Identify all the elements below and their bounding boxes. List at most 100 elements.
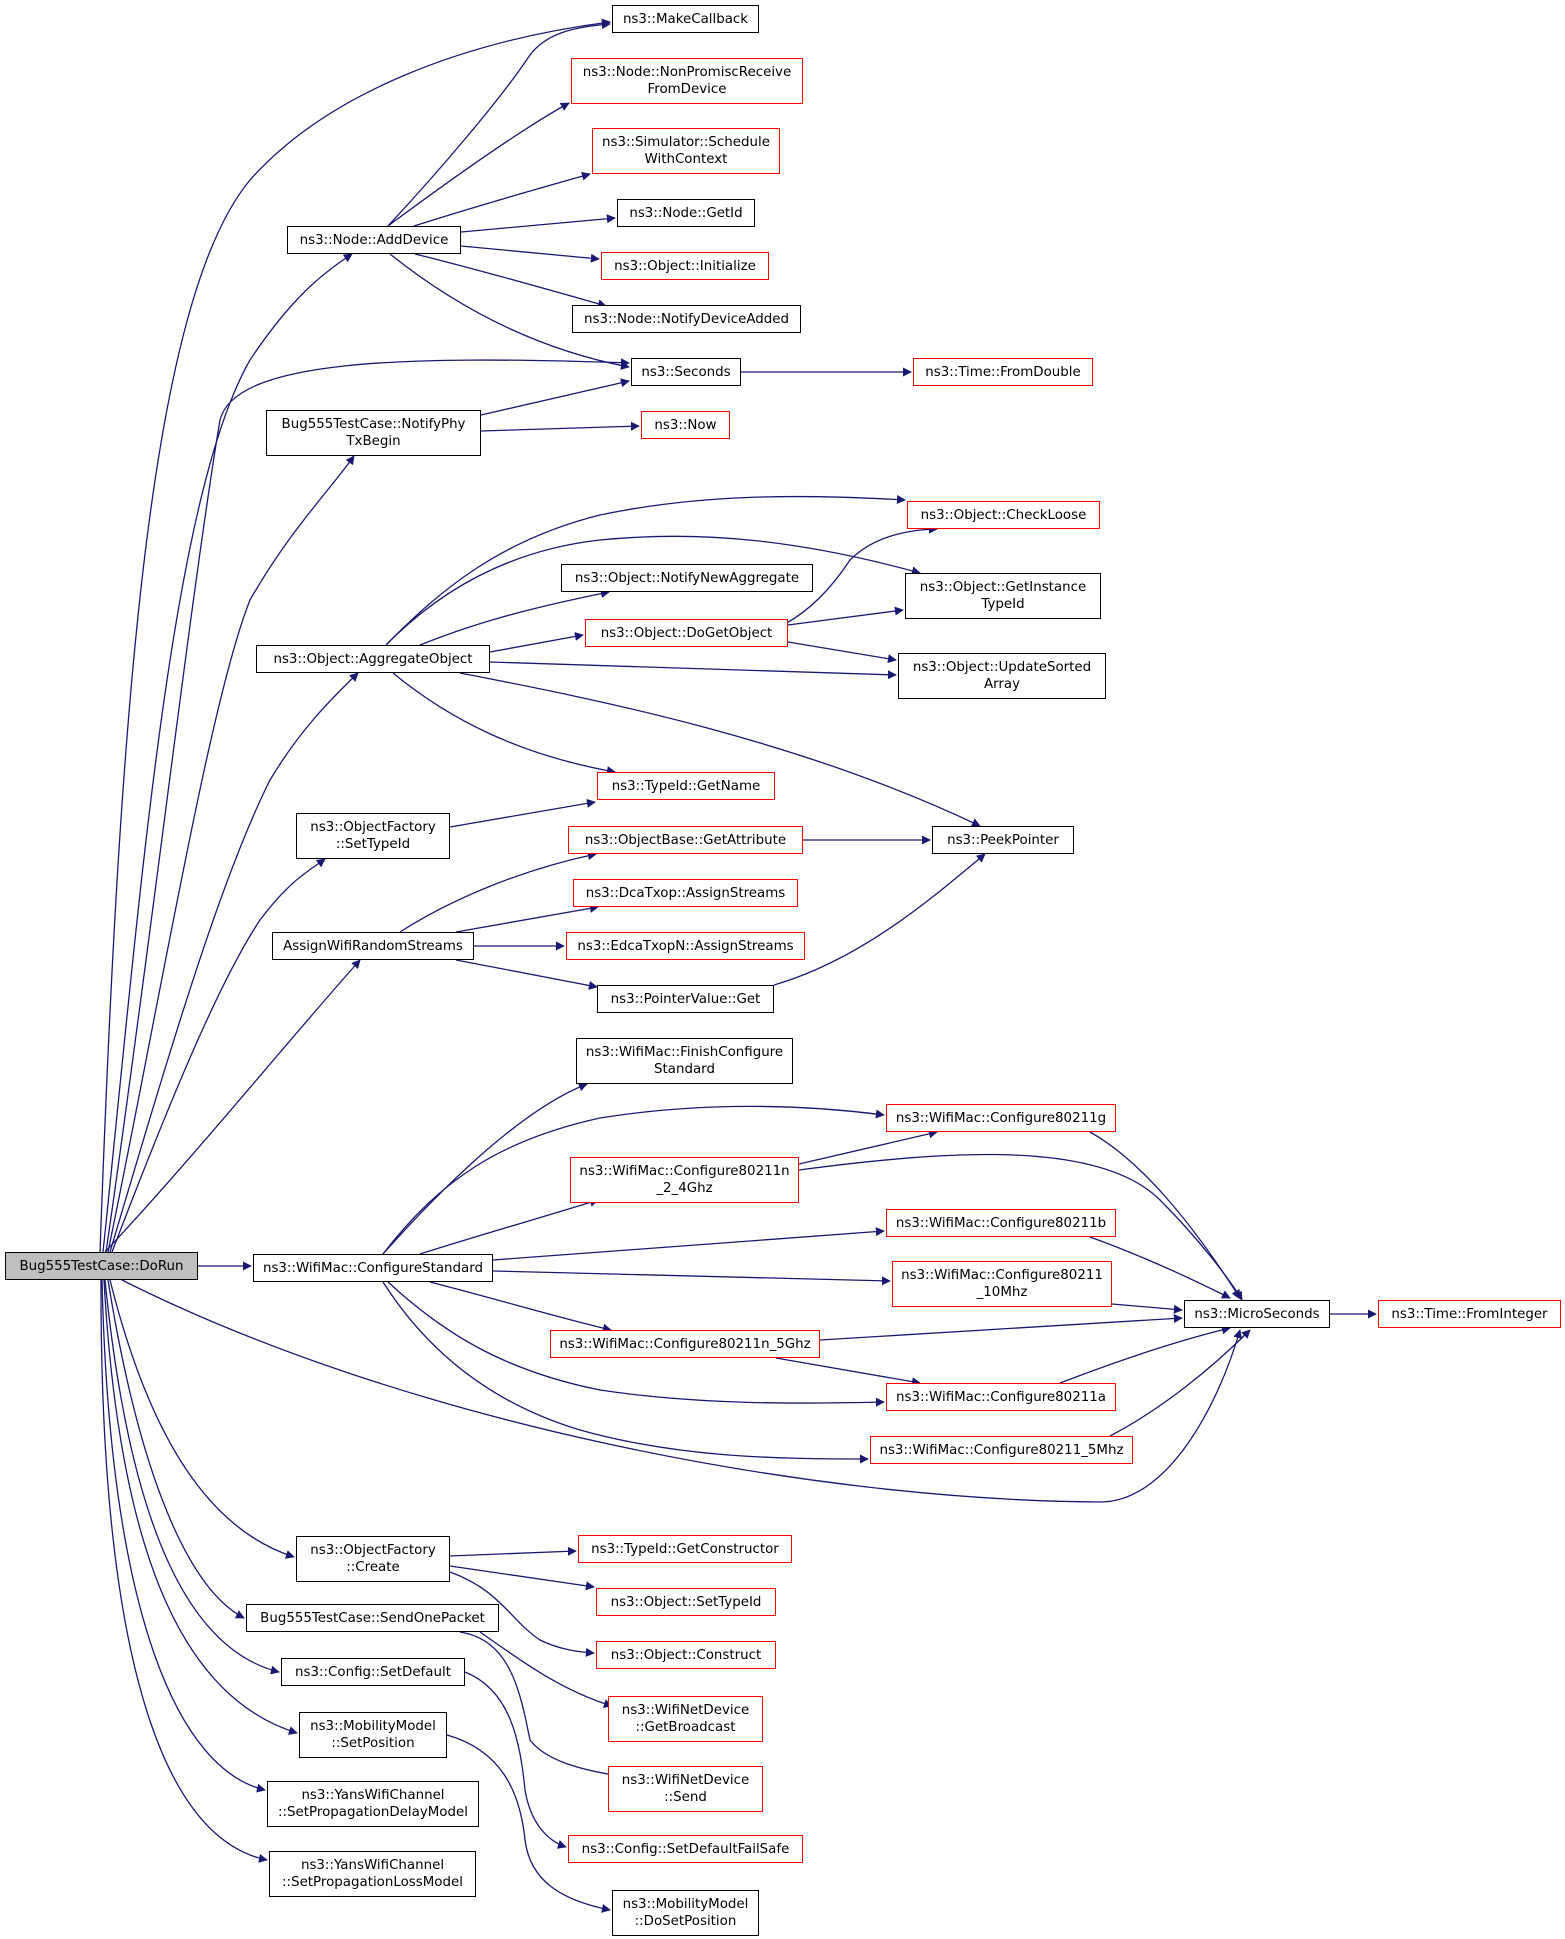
node-notify-phy-tx-begin[interactable]: Bug555TestCase::NotifyPhy TxBegin [266, 410, 481, 456]
edge-root-to-configsetdefault [104, 1279, 280, 1675]
edge-configurestandard-to-80211a [387, 1281, 885, 1407]
edge-objectfactory-create-to-getconstructor [449, 1546, 577, 1557]
edge-root-to-makecallback [99, 18, 611, 1253]
edge-objectfactory-create-to-objconstruct [449, 1571, 595, 1657]
node-peek-pointer[interactable]: ns3::PeekPointer [932, 826, 1074, 854]
node-update-sorted-array[interactable]: ns3::Object::UpdateSorted Array [898, 653, 1106, 699]
edge-configurestandard-to-80211n5 [429, 1281, 612, 1333]
edge-dogetobject-to-getinstancetypeid [787, 606, 904, 626]
edge-5mhz-to-microseconds [1109, 1329, 1251, 1437]
edge-root-to-notifyphytxbegin [107, 455, 355, 1253]
edge-dogetobject-to-checkloose [784, 524, 938, 625]
node-send-one-packet[interactable]: Bug555TestCase::SendOnePacket [246, 1604, 499, 1632]
node-make-callback[interactable]: ns3::MakeCallback [612, 5, 759, 33]
edge-80211b-to-microseconds [1089, 1236, 1231, 1299]
edge-root-to-adddevice [102, 253, 353, 1253]
node-configure-80211-5mhz[interactable]: ns3::WifiMac::Configure80211_5Mhz [870, 1436, 1133, 1464]
node-configure-80211a[interactable]: ns3::WifiMac::Configure80211a [886, 1383, 1116, 1411]
node-notify-device-added[interactable]: ns3::Node::NotifyDeviceAdded [572, 305, 801, 333]
edge-configurestandard-to-10mhz [492, 1270, 891, 1286]
edge-root-to-aggregateobject [109, 672, 359, 1253]
edge-80211n24-to-80211g [798, 1129, 938, 1165]
edge-dogetobject-to-updatesortedarray [787, 641, 897, 664]
edge-configurestandard-to-80211n24 [419, 1198, 599, 1255]
node-typeid-get-constructor[interactable]: ns3::TypeId::GetConstructor [578, 1535, 792, 1563]
edge-setposition-to-dosetposition [446, 1734, 611, 1913]
edge-configsetdefault-to-failsafe [464, 1671, 567, 1849]
edge-aggregateobject-to-updatesortedarray [489, 661, 897, 680]
node-time-from-double[interactable]: ns3::Time::FromDouble [913, 358, 1093, 386]
edge-root-to-setposition [103, 1279, 298, 1735]
edge-80211n5-to-microseconds [819, 1313, 1183, 1341]
node-set-default-fail-safe[interactable]: ns3::Config::SetDefaultFailSafe [568, 1835, 803, 1863]
edge-configurestandard-to-80211b [492, 1227, 885, 1261]
node-assign-wifi-random-streams[interactable]: AssignWifiRandomStreams [272, 932, 474, 960]
node-get-attribute[interactable]: ns3::ObjectBase::GetAttribute [568, 826, 803, 854]
node-root-dorun: Bug555TestCase::DoRun [5, 1252, 198, 1280]
node-set-propagation-loss-model[interactable]: ns3::YansWifiChannel ::SetPropagationLos… [269, 1851, 476, 1897]
node-configure-80211g[interactable]: ns3::WifiMac::Configure80211g [886, 1104, 1116, 1132]
node-configure-standard[interactable]: ns3::WifiMac::ConfigureStandard [253, 1254, 493, 1282]
node-objectfactory-create[interactable]: ns3::ObjectFactory ::Create [296, 1536, 450, 1582]
node-pointer-value-get[interactable]: ns3::PointerValue::Get [597, 985, 774, 1013]
node-dca-assign-streams[interactable]: ns3::DcaTxop::AssignStreams [573, 879, 798, 907]
edge-adddevice-to-makecallback [387, 20, 611, 227]
edge-80211g-to-microseconds [1089, 1131, 1241, 1299]
edge-pointerget-to-peekpointer [773, 853, 986, 986]
edge-root-to-sendonepacket [107, 1279, 245, 1619]
node-do-set-position[interactable]: ns3::MobilityModel ::DoSetPosition [612, 1890, 759, 1936]
node-time-from-integer[interactable]: ns3::Time::FromInteger [1378, 1300, 1561, 1328]
node-get-broadcast[interactable]: ns3::WifiNetDevice ::GetBroadcast [608, 1696, 763, 1742]
edge-sendonepacket-to-getbroadcast [479, 1631, 613, 1708]
edge-adddevice-to-nonpromisc [387, 102, 570, 227]
node-set-position[interactable]: ns3::MobilityModel ::SetPosition [299, 1712, 447, 1758]
edge-root-to-setdelaymodel [101, 1279, 266, 1793]
node-set-propagation-delay-model[interactable]: ns3::YansWifiChannel ::SetPropagationDel… [267, 1781, 479, 1827]
node-edca-assign-streams[interactable]: ns3::EdcaTxopN::AssignStreams [566, 932, 805, 960]
node-finish-configure-standard[interactable]: ns3::WifiMac::FinishConfigure Standard [576, 1038, 793, 1084]
edge-notifyphytxbegin-to-now [480, 421, 640, 432]
edge-aggregateobject-to-notifynewaggregate [419, 589, 610, 646]
node-micro-seconds[interactable]: ns3::MicroSeconds [1184, 1300, 1330, 1328]
node-object-initialize[interactable]: ns3::Object::Initialize [601, 252, 769, 280]
edge-assignwifi-to-dcaassign [455, 903, 599, 933]
node-object-construct[interactable]: ns3::Object::Construct [596, 1641, 776, 1669]
edge-aggregateobject-to-checkloose [385, 495, 906, 646]
node-wifi-send[interactable]: ns3::WifiNetDevice ::Send [608, 1766, 763, 1812]
edge-configurestandard-to-finishconfigure [382, 1082, 588, 1255]
node-add-device[interactable]: ns3::Node::AddDevice [287, 226, 461, 254]
edge-adddevice-to-seconds [389, 253, 630, 370]
edge-adddevice-to-objectinitialize [460, 245, 600, 263]
edge-root-to-microseconds [121, 1279, 1243, 1503]
edge-objectfactory-settypeid-to-typeidgetname [449, 798, 596, 828]
node-configure-80211n-5ghz[interactable]: ns3::WifiMac::Configure80211n_5Ghz [550, 1330, 820, 1358]
edge-configurestandard-to-80211g [382, 1105, 885, 1255]
node-schedule-with-context[interactable]: ns3::Simulator::Schedule WithContext [592, 128, 780, 174]
edge-root-to-objectfactory-create [109, 1279, 295, 1559]
edge-root-to-setlossmodel [100, 1279, 268, 1863]
node-seconds[interactable]: ns3::Seconds [631, 358, 741, 386]
node-configure-80211b[interactable]: ns3::WifiMac::Configure80211b [886, 1209, 1116, 1237]
node-get-id[interactable]: ns3::Node::GetId [617, 199, 755, 227]
node-aggregate-object[interactable]: ns3::Object::AggregateObject [256, 645, 490, 673]
node-now[interactable]: ns3::Now [641, 411, 730, 439]
edge-assignwifi-to-getattribute [399, 851, 597, 933]
node-configure-80211-10mhz[interactable]: ns3::WifiMac::Configure80211 _10Mhz [892, 1261, 1112, 1307]
node-configure-80211n-2-4ghz[interactable]: ns3::WifiMac::Configure80211n _2_4Ghz [570, 1157, 799, 1203]
node-config-set-default[interactable]: ns3::Config::SetDefault [281, 1658, 465, 1686]
edge-sendonepacket-to-send [459, 1631, 621, 1780]
edge-assignwifi-to-pointerget [455, 959, 598, 990]
edge-adddevice-to-getid [460, 214, 616, 233]
node-do-get-object[interactable]: ns3::Object::DoGetObject [585, 619, 788, 647]
node-objectfactory-settypeid[interactable]: ns3::ObjectFactory ::SetTypeId [296, 813, 450, 859]
node-get-instance-type-id[interactable]: ns3::Object::GetInstance TypeId [905, 573, 1101, 619]
node-notify-new-aggregate[interactable]: ns3::Object::NotifyNewAggregate [561, 564, 813, 592]
edge-aggregateobject-to-typeidgetname [392, 672, 616, 776]
edge-objectfactory-create-to-objsettypeid [449, 1565, 595, 1591]
edge-root-to-objectfactory-settypeid [111, 858, 326, 1253]
node-object-set-type-id[interactable]: ns3::Object::SetTypeId [596, 1588, 776, 1616]
node-typeid-get-name[interactable]: ns3::TypeId::GetName [597, 772, 775, 800]
node-check-loose[interactable]: ns3::Object::CheckLoose [907, 501, 1100, 529]
node-nonpromisc-receive[interactable]: ns3::Node::NonPromiscReceive FromDevice [571, 58, 803, 104]
